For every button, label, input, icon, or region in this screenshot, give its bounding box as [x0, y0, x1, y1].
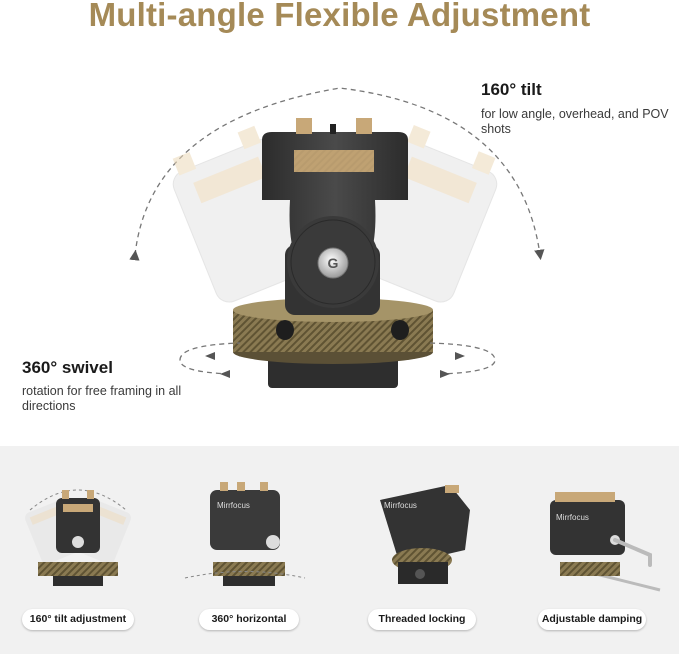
brand-logo: Mirrfocus [217, 501, 250, 510]
thumb-threaded-locking: Mirrfocus [380, 485, 470, 584]
caption-tilt-adjustment: 160° tilt adjustment [22, 609, 134, 630]
svg-text:G: G [328, 255, 339, 271]
thumb-adjustable-damping: Mirrfocus [550, 492, 661, 592]
brand-logo: Mirrfocus [556, 513, 589, 522]
brand-logo: Mirrfocus [384, 501, 417, 510]
caption-adjustable-damping: Adjustable damping [538, 609, 646, 630]
page-title: Multi-angle Flexible Adjustment [88, 0, 591, 33]
swivel-heading: 360° swivel [22, 358, 113, 377]
thumb-tilt-adjustment [25, 489, 131, 586]
swivel-callout: 360° swivel rotation for free framing in… [22, 358, 222, 414]
swivel-description: rotation for free framing in all directi… [22, 384, 182, 413]
tension-screw [317, 247, 349, 279]
caption-threaded-locking: Threaded locking [368, 609, 476, 630]
hero-product-illustration: G [129, 87, 545, 388]
tilt-description: for low angle, overhead, and POV shots [481, 107, 669, 136]
tilt-callout: 160° tilt for low angle, overhead, and P… [481, 80, 671, 137]
swivel-arc-arrow [179, 342, 496, 375]
caption-horizontal: 360° horizontal [199, 609, 299, 630]
thumb-horizontal-rotation: Mirrfocus [184, 482, 306, 586]
tilt-heading: 160° tilt [481, 80, 542, 99]
